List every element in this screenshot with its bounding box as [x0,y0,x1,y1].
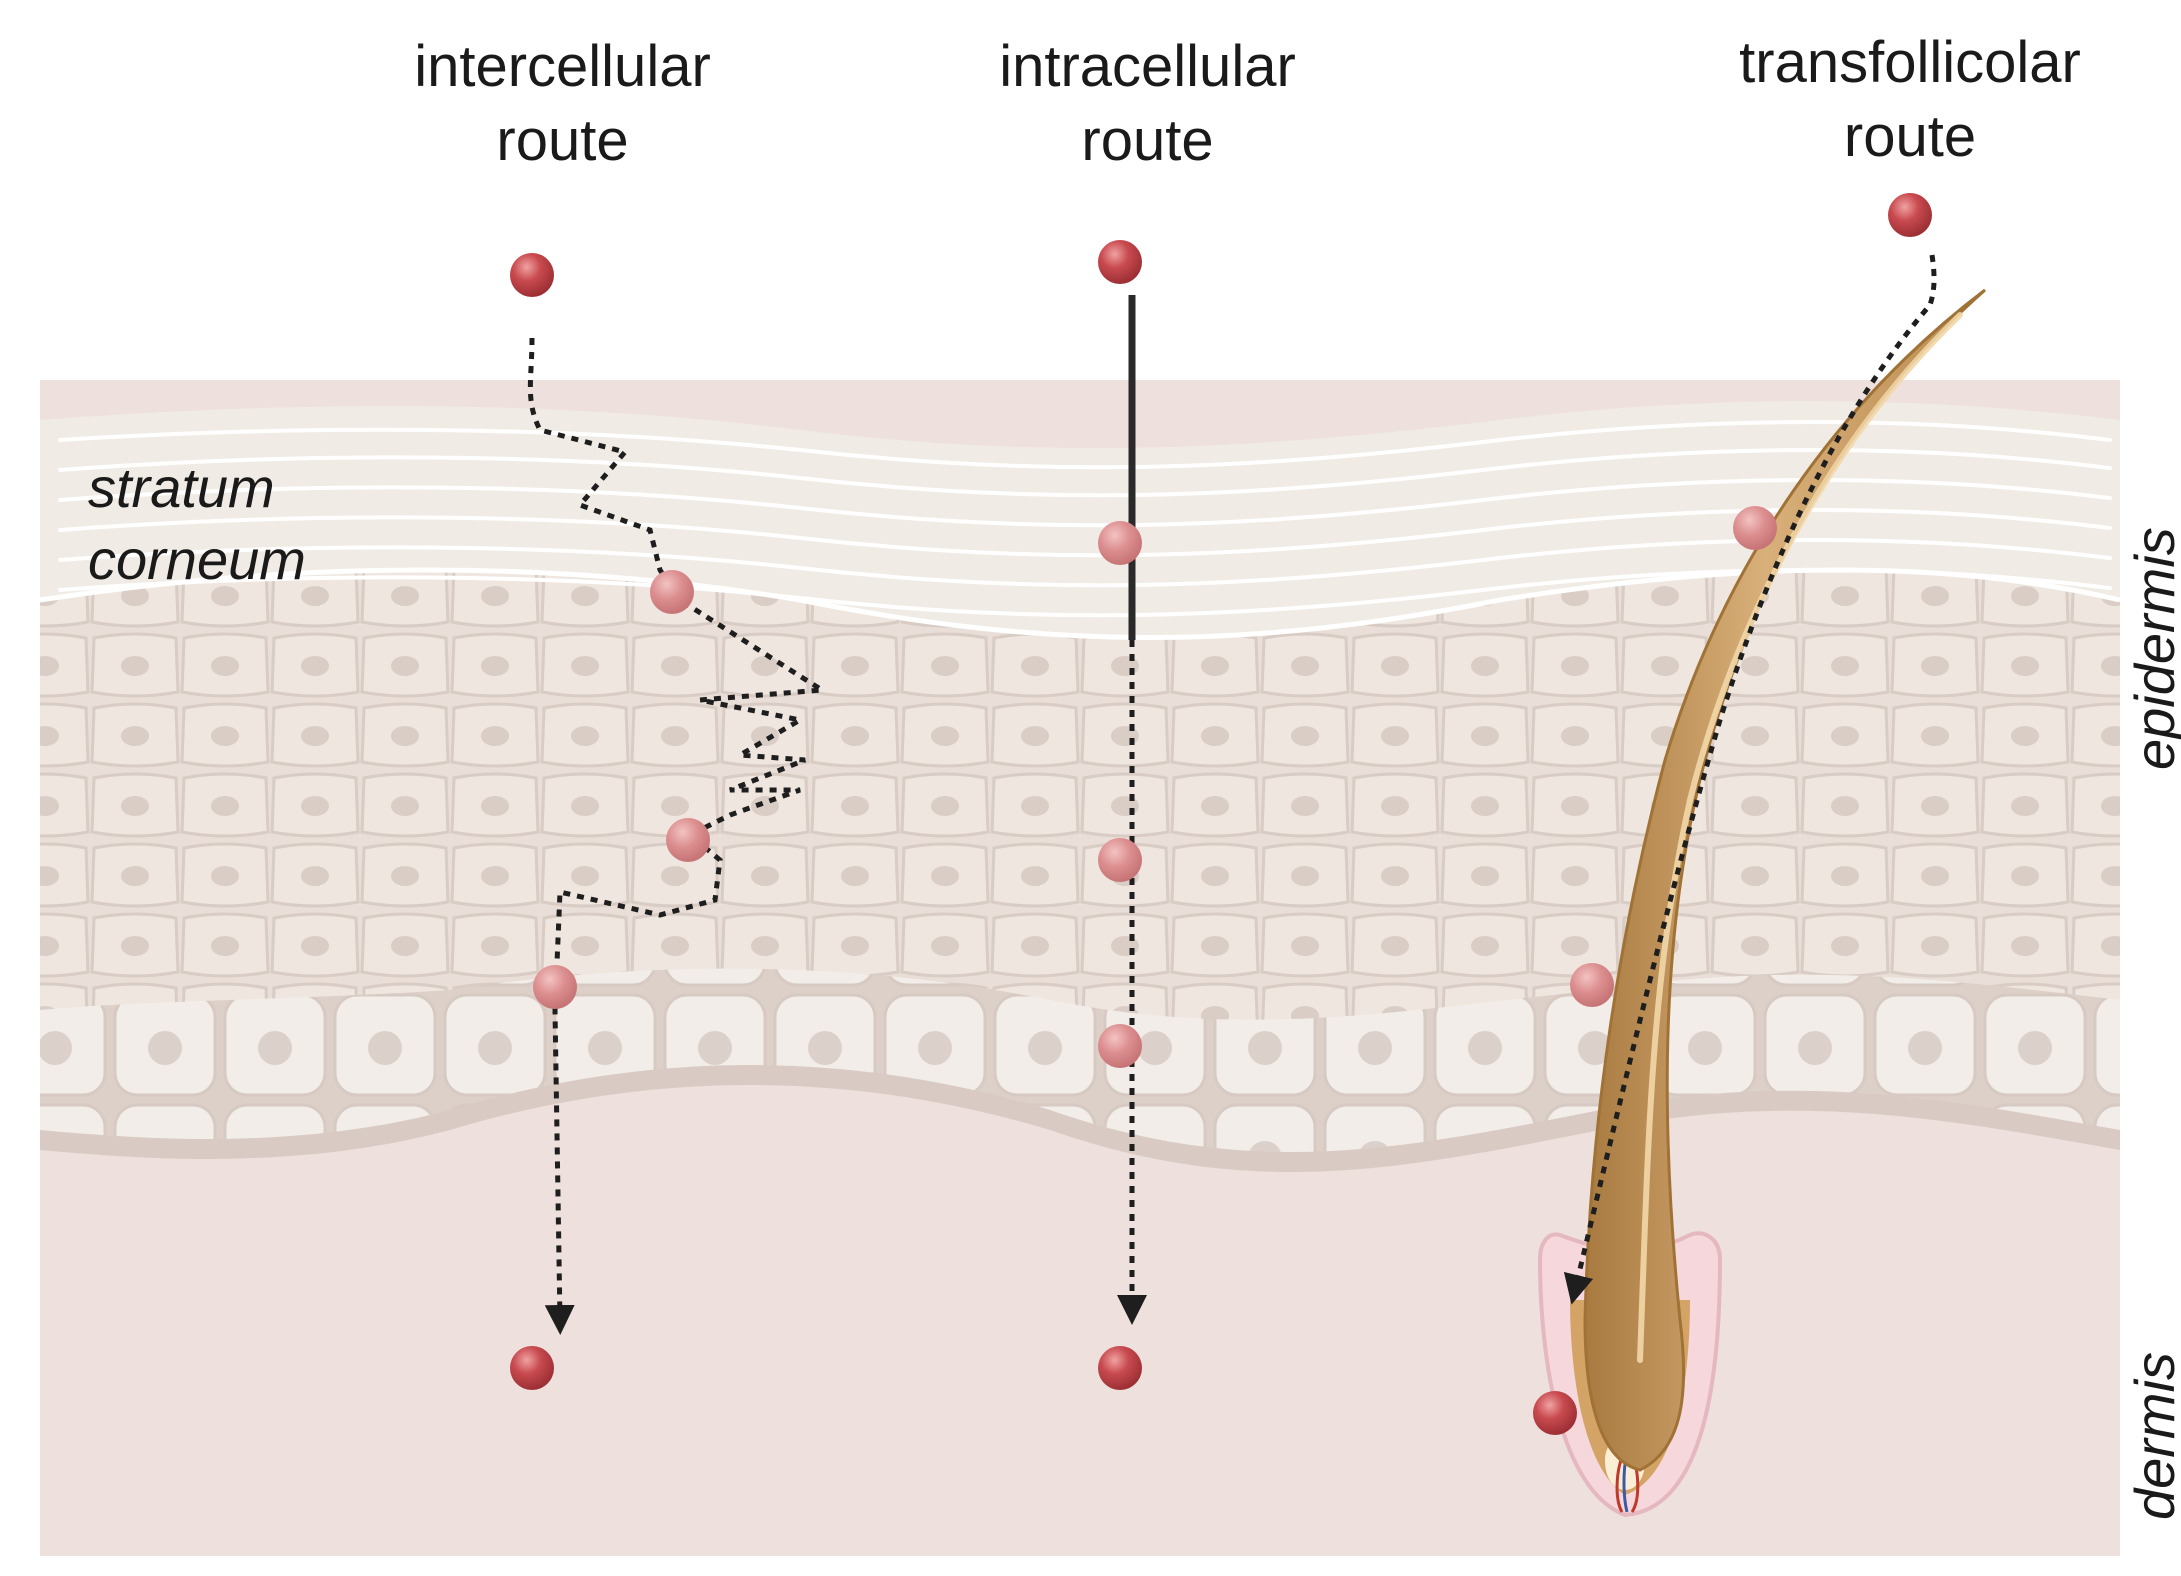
intracellular-route-label: intracellular route [955,30,1340,178]
particle-intracellular-end [1098,1346,1142,1390]
particles [510,193,1932,1435]
particle-intracellular-1 [1098,521,1142,565]
basement-membrane [40,1065,2120,1172]
intracellular-label-line1: intracellular [999,34,1296,99]
particle-intracellular-start [1098,240,1142,284]
epidermis-label: epidermis [2123,527,2181,770]
corneum-boundary [39,567,2121,640]
intercellular-route-label: intercellular route [370,30,755,178]
intercellular-route-path [527,337,830,1335]
dermis-label: dermis [2123,1351,2181,1520]
transfollicular-label-line2: route [1843,104,1977,169]
intracellular-label-line2: route [1081,108,1214,173]
particle-intracellular-3 [1098,1024,1142,1068]
intercellular-label-line1: intercellular [414,34,711,99]
particle-intercellular-start [510,253,554,297]
transfollicular-route-path [1563,254,1937,1305]
particle-transfollicular-start [1888,193,1932,237]
stratum-corneum-label: stratum corneum [88,452,388,596]
intercellular-label-line2: route [496,108,629,173]
stratum-corneum-line1: stratum [88,456,275,519]
particle-intercellular-end [510,1346,554,1390]
hair-highlight [1637,312,1963,1363]
transfollicular-route-label: transfollicolar route [1690,26,2130,174]
particle-intercellular-2 [666,818,710,862]
stratum-corneum-line2: corneum [88,528,306,591]
transfollicular-label-line1: transfollicolar [1739,30,2081,95]
hair-shaft [1583,288,1986,1472]
particle-intracellular-2 [1098,838,1142,882]
particle-transfollicular-end [1533,1391,1577,1435]
particle-transfollicular-2 [1570,963,1614,1007]
particle-intercellular-3 [533,965,577,1009]
particle-transfollicular-1 [1733,506,1777,550]
particle-intercellular-1 [650,570,694,614]
